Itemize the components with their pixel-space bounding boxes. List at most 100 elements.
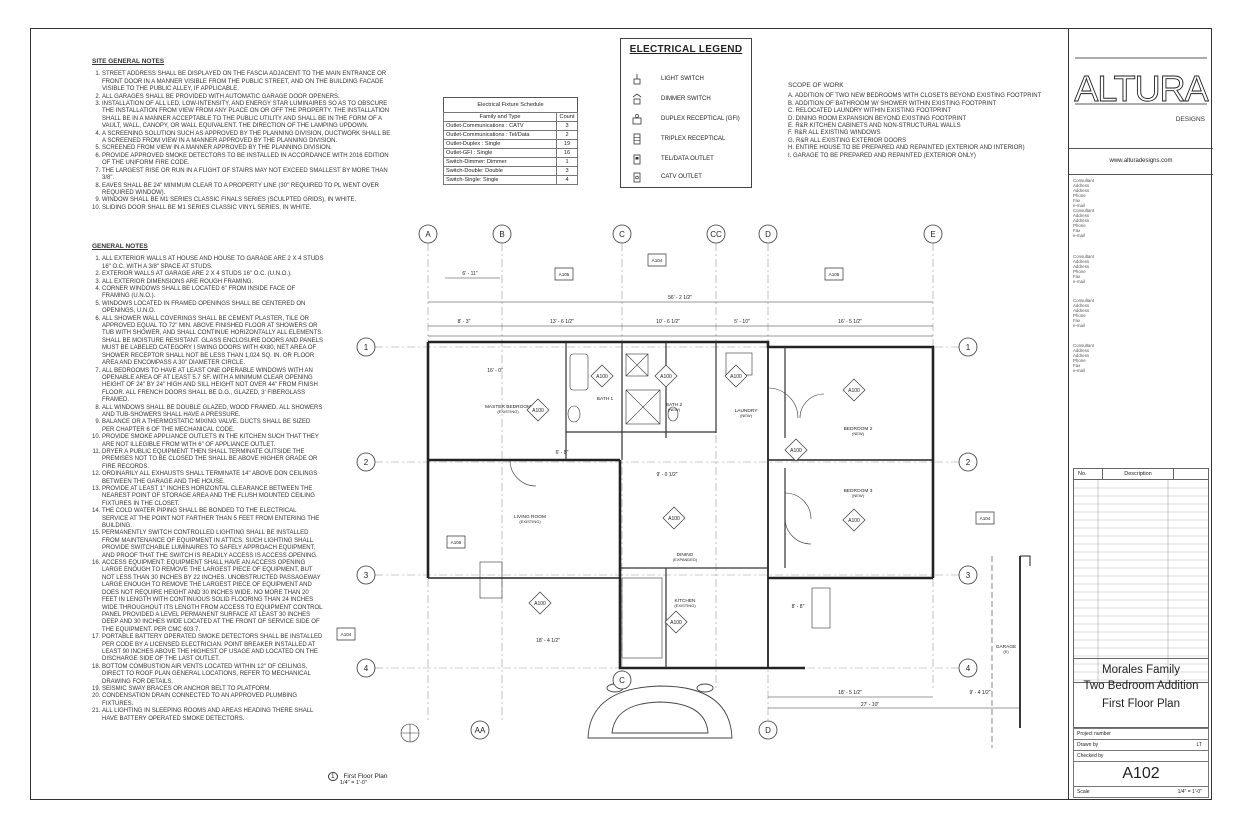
consultant-line: Address [1073, 264, 1090, 269]
section-tag: A105 [451, 540, 462, 545]
consultant-line: Consultant [1073, 208, 1094, 213]
consultant-line: Consultant [1073, 178, 1094, 183]
section-tag: A104 [980, 516, 991, 521]
view-number-icon: 1 [328, 772, 338, 781]
room-tag-diamond [590, 364, 614, 388]
consultant-line: e-mail [1073, 203, 1085, 208]
schedule-family: Switch-Dimmer: Dimmer [443, 157, 557, 167]
room-sub: (EXISTING) [519, 519, 541, 524]
grid-label-left: 4 [364, 664, 369, 673]
schedule-count: 3 [556, 121, 578, 131]
room-name: BATH 1 [597, 396, 614, 402]
legend-label: DIMMER SWITCH [661, 96, 711, 102]
note-item: WINDOW SHALL BE M1 SERIES CLASSIC FINALS… [102, 197, 392, 204]
room-name: BEDROOM 3 [844, 488, 873, 494]
room-sub: (EXPANDED) [673, 557, 698, 562]
checked-by-field: Checked by [1073, 751, 1209, 762]
site-notes-list: STREET ADDRESS SHALL BE DISPLAYED ON THE… [92, 71, 392, 212]
triplex-receptacle-icon [631, 133, 643, 145]
section-tag: A105 [559, 272, 570, 277]
dimension-label: 13' - 6 1/2" [550, 319, 574, 325]
consultant-line: Address [1073, 303, 1090, 308]
grid-label-left-bubble [356, 337, 376, 357]
consultant-line: Address [1073, 259, 1090, 264]
note-item: DRYER A PUBLIC EQUIPMENT THEN SHALL TERM… [102, 449, 324, 471]
grid-label-top-bubble [418, 224, 438, 244]
legend-label: TRIPLEX RECEPTICAL [661, 136, 726, 142]
room-name: MASTER BEDROOM [485, 404, 531, 410]
drawing-caption: 1 First Floor Plan 1/4" = 1'-0" [328, 772, 388, 786]
project-number-field: Project number [1073, 728, 1209, 740]
drawn-by-label: Drawn by [1077, 742, 1099, 748]
rev-header-description: Description [1103, 469, 1174, 479]
room-name: DINING [677, 552, 694, 558]
room-name: LIVING ROOM [514, 514, 546, 520]
rev-header-no: No. [1074, 469, 1103, 479]
room-tag-diamond [724, 364, 748, 388]
grid-label-left: 3 [364, 571, 369, 580]
electrical-legend: ELECTRICAL LEGEND LIGHT SWITCH DIMMER SW… [620, 38, 752, 188]
note-item: STREET ADDRESS SHALL BE DISPLAYED ON THE… [102, 71, 392, 93]
legend-row-duplex: DUPLEX RECEPTICAL (GFI) [631, 113, 740, 125]
altura-logo: ALTURA DESIGNS [1074, 57, 1210, 123]
note-item: SCREENED FROM VIEW IN A MANNER APPROVED … [102, 145, 392, 152]
room-tag: A100 [848, 388, 860, 394]
note-item: INSTALLATION OF ALL LED, LOW-INTENSITY, … [102, 101, 392, 131]
room-tag: A100 [660, 374, 672, 380]
grid-label-right-bubble [958, 452, 978, 472]
section-tag-box [336, 627, 356, 641]
site-general-notes: SITE GENERAL NOTES STREET ADDRESS SHALL … [92, 58, 392, 212]
caption-title: First Floor Plan [343, 773, 388, 780]
catv-outlet-icon [631, 171, 643, 183]
consultant-line: Address [1073, 308, 1090, 313]
room-tag-diamond [842, 508, 866, 532]
room-tag-diamond [664, 610, 688, 634]
note-item: BOTTOM COMBUSTION AIR VENTS LOCATED WITH… [102, 664, 324, 686]
grid-label-bottom-bubble [758, 720, 778, 740]
legend-row-dimmer: DIMMER SWITCH [631, 93, 711, 105]
note-item: CONDENSATION DRAIN CONNECTED TO AN APPRO… [102, 693, 324, 708]
grid-label-top-bubble [923, 224, 943, 244]
grid-label-left-bubble [356, 658, 376, 678]
dimension-label: 16' - 5 1/2" [838, 319, 862, 325]
note-item: ALL BEDROOMS TO HAVE AT LEAST ONE OPERAB… [102, 368, 324, 405]
consultant-line: Fax [1073, 228, 1081, 233]
grid-label-right-bubble [958, 658, 978, 678]
section-tag-box [975, 511, 995, 525]
note-item: ORDINARILY ALL EXHAUSTS SHALL TERMINATE … [102, 471, 324, 486]
project-title-box: Morales Family Two Bedroom Addition Firs… [1073, 658, 1209, 728]
room-tag: A100 [668, 516, 680, 522]
note-item: CORNER WINDOWS SHALL BE LOCATED 6" FROM … [102, 286, 324, 301]
dimension-label: 9' - 4 1/2" [969, 690, 990, 696]
grid-label-top-bubble [706, 224, 726, 244]
room-sub: (NEW) [668, 407, 681, 412]
sheet-number: A102 [1073, 762, 1209, 787]
project-number-label: Project number [1077, 731, 1111, 737]
dimmer-switch-icon [631, 93, 643, 105]
consultant-line: Phone [1073, 193, 1086, 198]
grid-label-bottom-bubble [470, 720, 490, 740]
grid-label-top: C [619, 230, 625, 239]
schedule-caption: Electrical Fixture Schedule [443, 97, 578, 112]
room-sub: (NEW) [740, 413, 753, 418]
schedule-family: Outlet-GFI : Single [443, 148, 557, 158]
schedule-family: Outlet-Communications : Tel/Data [443, 130, 557, 140]
consultant-line: Consultant [1073, 343, 1094, 348]
room-sub: (NEW) [852, 431, 865, 436]
note-item: SEISMIC SWAY BRACES OR ANCHOR BELT TO PL… [102, 686, 324, 693]
consultant-line: Address [1073, 213, 1090, 218]
grid-label-top: B [499, 230, 504, 239]
legend-label: LIGHT SWITCH [661, 76, 704, 82]
room-tag-diamond [526, 398, 550, 422]
dimension-label: 5' - 10" [734, 319, 750, 325]
scope-item: D. DINING ROOM EXPANSION BEYOND EXISTING… [788, 115, 967, 122]
legend-label: TEL/DATA OUTLET [661, 156, 714, 162]
dimension-label: 6' - 11" [462, 271, 477, 277]
grid-label-right: 3 [966, 571, 971, 580]
